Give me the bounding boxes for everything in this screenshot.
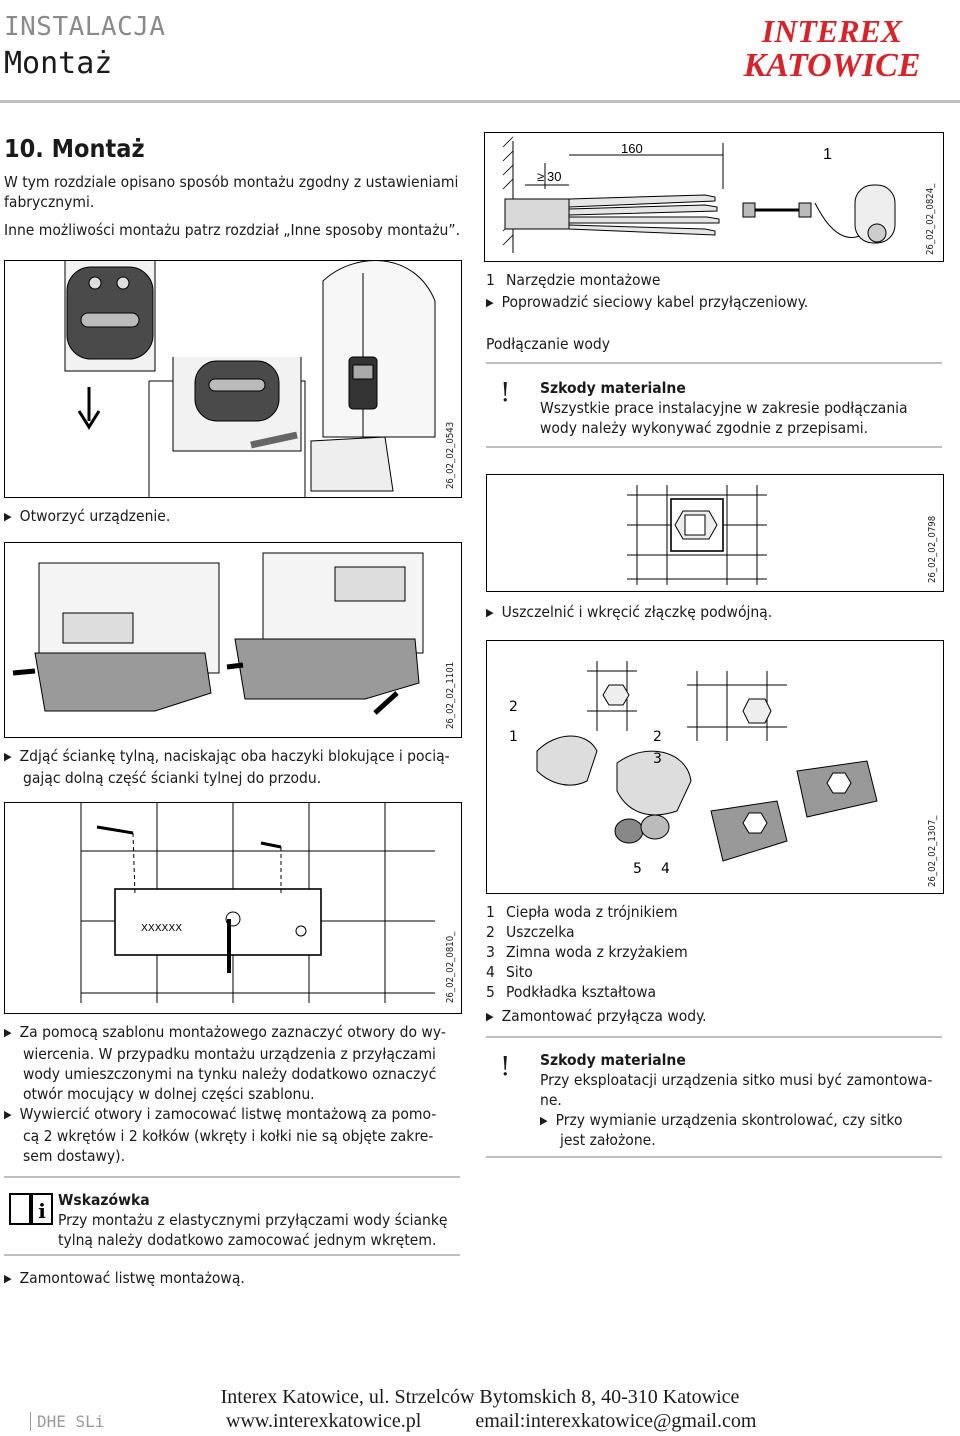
water-heading: Podłączanie wody <box>486 335 611 353</box>
callout-2a: 2 <box>509 699 518 715</box>
footer-contact: www.interexkatowice.pl email:interexkato… <box>226 1410 756 1433</box>
chapter-intro-2: Inne możliwości montażu patrz rozdział „… <box>4 221 461 239</box>
step-mark-holes: Za pomocą szablonu montażowego zaznaczyć… <box>4 1022 460 1104</box>
step-strip: Zamontować listwę montażową. <box>4 1268 245 1290</box>
dim-160: 160 <box>621 141 643 156</box>
figure-code: 26_02_02_0543 <box>445 421 456 489</box>
footer-address: Interex Katowice, ul. Strzelców Bytomski… <box>220 1386 740 1408</box>
figure-code: 26_02_02_0798 <box>927 515 938 583</box>
note-line-1: Przy montażu z elastycznymi przyłączami … <box>58 1211 448 1229</box>
figure-template: XXXXXX 26_02_02_0810_ <box>4 802 462 1014</box>
step-cable: Poprowadzić sieciowy kabel przyłączeniow… <box>486 292 809 314</box>
figure-code: 26_02_02_1307_ <box>927 815 938 887</box>
warning-line-1: Przy eksploatacji urządzenia sitko musi … <box>540 1071 933 1089</box>
step-drill: Wywiercić otwory i zamocować listwę mont… <box>4 1104 460 1166</box>
warning-line-1: Wszystkie prace instalacyjne w zakresie … <box>540 399 908 417</box>
figure-open-device: 26_02_02_0543 <box>4 260 462 498</box>
warning-sub-1: Przy wymianie urządzenia skontrolować, c… <box>540 1110 903 1132</box>
warning-box-2: ! Szkody materialne Przy eksploatacji ur… <box>486 1036 942 1158</box>
callout-1: 1 <box>823 146 832 163</box>
header-rule <box>0 100 960 103</box>
logo-line-1: INTEREX <box>761 13 903 49</box>
svg-text:i: i <box>38 1199 46 1223</box>
note-box: i Wskazówka Przy montażu z elastycznymi … <box>4 1176 460 1256</box>
dim-ge: ≥ <box>537 169 544 184</box>
chapter-intro: W tym rozdziale opisano sposób montażu z… <box>4 173 459 211</box>
note-line-2: tylną należy dodatkowo zamocować jednym … <box>58 1231 437 1249</box>
step-water: Zamontować przyłącza wody. <box>486 1006 707 1028</box>
step-seal: Uszczelnić i wkręcić złączkę podwójną. <box>486 602 773 624</box>
figure-water-connections: 2 1 2 3 5 4 26_02_02_1307_ <box>486 640 944 894</box>
section-label: INSTALACJA <box>4 12 166 42</box>
dim-30: 30 <box>547 169 561 184</box>
plate-text: XXXXXX <box>141 923 182 934</box>
step-back-wall: Zdjąć ściankę tylną, naciskając oba hacz… <box>4 746 450 788</box>
warning-title: Szkody materialne <box>540 379 686 397</box>
warning-box-1: ! Szkody materialne Wszystkie prace inst… <box>486 362 942 448</box>
figure-seal-fitting: 26_02_02_0798 <box>486 474 944 592</box>
chapter-title: 10. Montaż <box>4 134 145 163</box>
warning-line-2: wody należy wykonywać zgodnie z przepisa… <box>540 419 869 437</box>
info-book-icon: i <box>9 1193 53 1225</box>
callout-2b: 2 <box>653 729 662 745</box>
callout-1: 1 <box>509 729 518 745</box>
figure-back-wall: 26_02_02_1101 <box>4 542 462 738</box>
footer-web[interactable]: www.interexkatowice.pl <box>226 1410 422 1432</box>
callout-4: 4 <box>661 861 670 877</box>
warning-title: Szkody materialne <box>540 1051 686 1069</box>
footer-email[interactable]: email:interexkatowice@gmail.com <box>475 1410 757 1432</box>
figure-cable-tool: 160 ≥ 30 1 26_02_02_0824_ <box>484 132 944 262</box>
warning-icon: ! <box>500 1052 511 1082</box>
footer-brand: DHE SLi <box>30 1412 105 1431</box>
note-title: Wskazówka <box>58 1191 150 1209</box>
interex-logo: INTEREX KATOWICE <box>742 13 920 82</box>
figure-code: 26_02_02_0810_ <box>445 931 456 1003</box>
callout-3: 3 <box>653 751 662 767</box>
warning-line-2: ne. <box>540 1091 562 1109</box>
step-open-device: Otworzyć urządzenie. <box>4 506 171 528</box>
logo-line-2: KATOWICE <box>742 47 920 82</box>
page-title: Montaż <box>4 46 113 81</box>
callout-5: 5 <box>633 861 642 877</box>
figure-code: 26_02_02_0824_ <box>925 183 936 255</box>
warning-icon: ! <box>500 378 511 408</box>
warning-sub-2: jest założone. <box>560 1131 656 1149</box>
figure-code: 26_02_02_1101 <box>445 661 456 729</box>
